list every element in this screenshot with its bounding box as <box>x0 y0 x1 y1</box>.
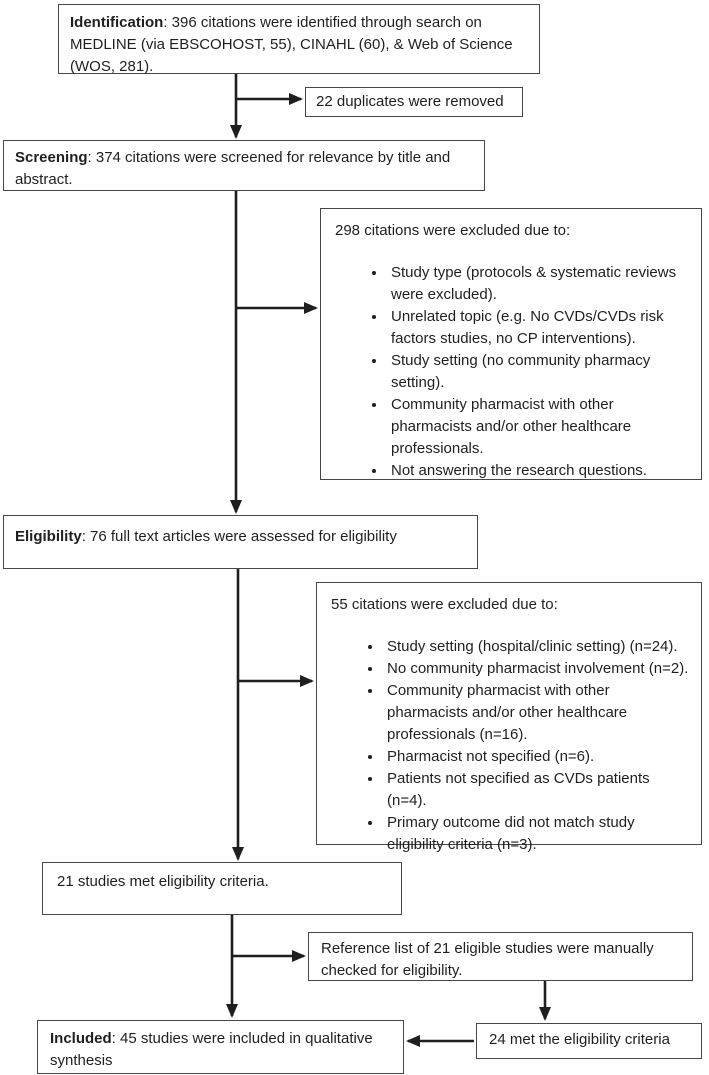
duplicates-removed-text: 22 duplicates were removed <box>316 93 504 110</box>
excluded-screening-box: 298 citations were excluded due to: Stud… <box>320 208 702 480</box>
included-label: Included <box>50 1030 112 1047</box>
excluded-eligibility-bullet-list: Study setting (hospital/clinic setting) … <box>317 636 701 856</box>
bullet-item: Primary outcome did not match study elig… <box>383 812 689 856</box>
excluded-screening-bullet-list: Study type (protocols & systematic revie… <box>321 262 701 482</box>
excluded-screening-heading: 298 citations were excluded due to: <box>335 222 571 239</box>
bullet-item: Patients not specified as CVDs patients … <box>383 768 689 812</box>
included-box: Included: 45 studies were included in qu… <box>37 1020 404 1074</box>
excluded-eligibility-heading: 55 citations were excluded due to: <box>331 596 558 613</box>
bullet-item: Study setting (hospital/clinic setting) … <box>383 636 689 658</box>
manual-met-text: 24 met the eligibility criteria <box>489 1031 670 1048</box>
duplicates-removed-box: 22 duplicates were removed <box>305 87 523 117</box>
eligibility-box: Eligibility: 76 full text articles were … <box>3 515 478 569</box>
bullet-item: Unrelated topic (e.g. No CVDs/CVDs risk … <box>387 306 689 350</box>
eligibility-text: : 76 full text articles were assessed fo… <box>81 528 397 545</box>
eligibility-label: Eligibility <box>15 528 82 545</box>
bullet-item: Not answering the research questions. <box>387 460 689 482</box>
bullet-item: Study setting (no community pharmacy set… <box>387 350 689 394</box>
met-criteria-text: 21 studies met eligibility criteria. <box>57 873 269 890</box>
bullet-item: Community pharmacist with other pharmaci… <box>387 394 689 460</box>
screening-text: : 374 citations were screened for releva… <box>15 149 451 188</box>
bullet-item: Study type (protocols & systematic revie… <box>387 262 689 306</box>
reference-list-text: Reference list of 21 eligible studies we… <box>321 940 654 979</box>
bullet-item: No community pharmacist involvement (n=2… <box>383 658 689 680</box>
identification-label: Identification <box>70 14 164 31</box>
included-text: : 45 studies were included in qualitativ… <box>50 1030 373 1069</box>
bullet-item: Pharmacist not specified (n=6). <box>383 746 689 768</box>
screening-box: Screening: 374 citations were screened f… <box>3 140 485 191</box>
manual-met-box: 24 met the eligibility criteria <box>476 1023 702 1059</box>
met-criteria-box: 21 studies met eligibility criteria. <box>42 862 402 915</box>
screening-label: Screening <box>15 149 88 166</box>
excluded-eligibility-box: 55 citations were excluded due to: Study… <box>316 582 702 853</box>
identification-text: : 396 citations were identified through … <box>70 14 513 75</box>
bullet-item: Community pharmacist with other pharmaci… <box>383 680 689 746</box>
reference-list-box: Reference list of 21 eligible studies we… <box>308 932 693 981</box>
identification-box: Identification: 396 citations were ident… <box>58 4 540 75</box>
